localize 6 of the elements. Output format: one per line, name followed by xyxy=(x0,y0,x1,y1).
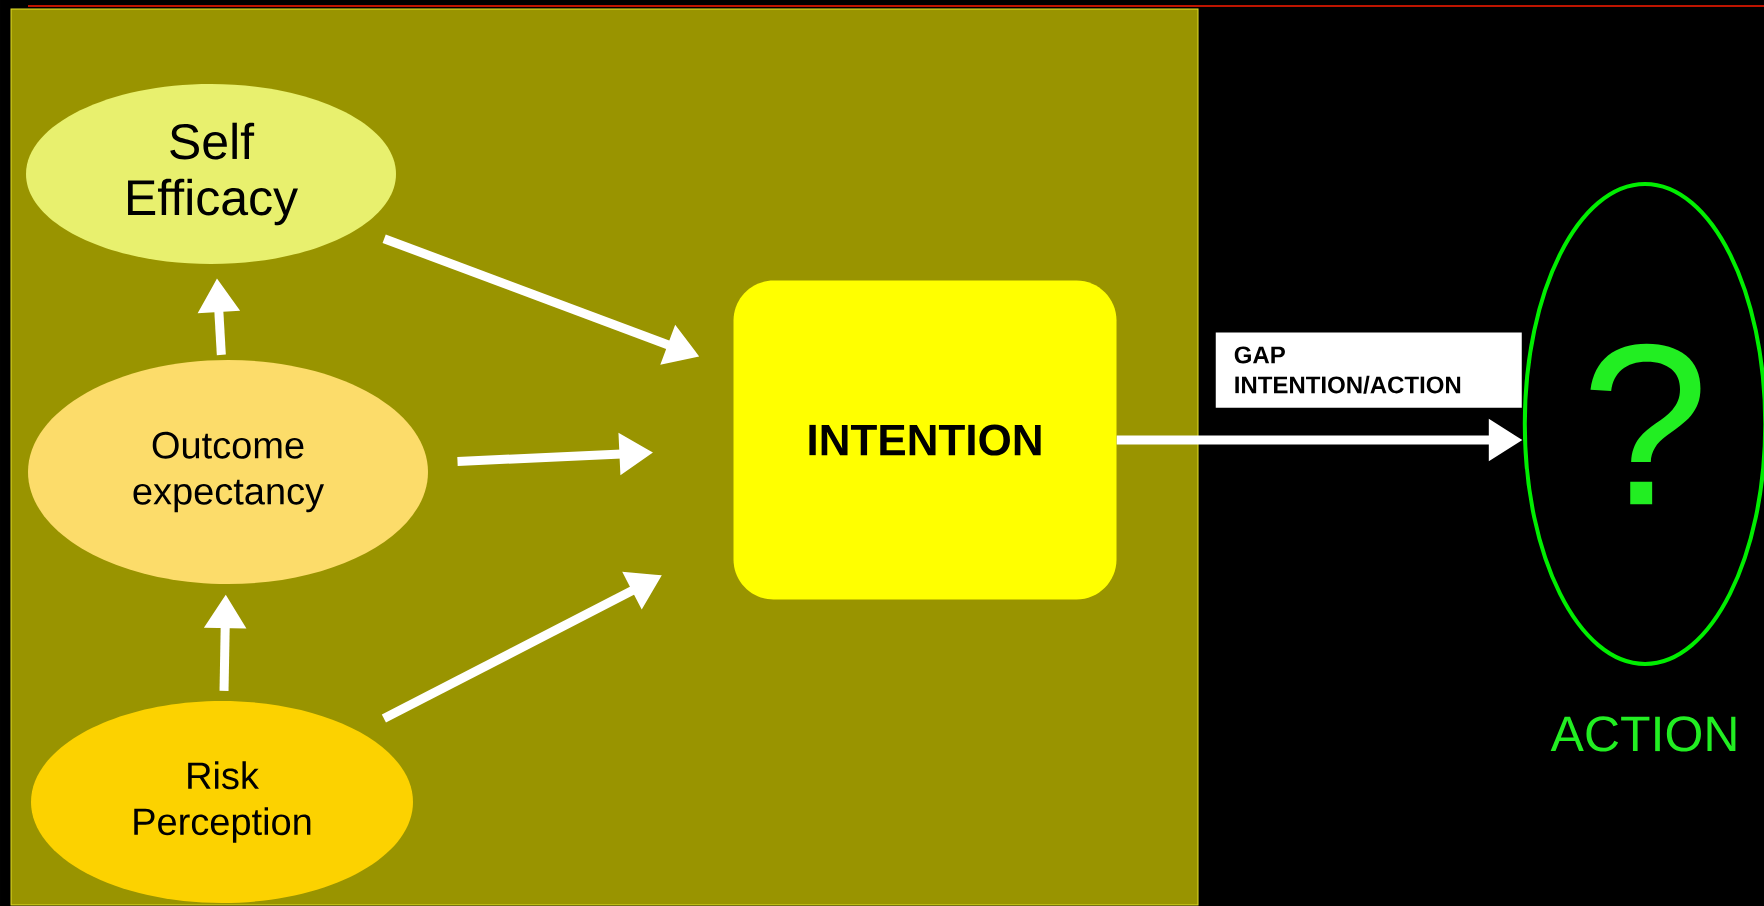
rounded-box: INTENTION xyxy=(733,280,1117,600)
edge-label: GAP INTENTION/ACTION xyxy=(1215,332,1522,408)
ellipse-node: Outcome expectancy xyxy=(28,360,428,584)
node-caption: ACTION xyxy=(1550,716,1736,752)
ellipse-node: Risk Perception xyxy=(31,701,413,903)
ellipse-node: Self Efficacy xyxy=(26,84,396,264)
